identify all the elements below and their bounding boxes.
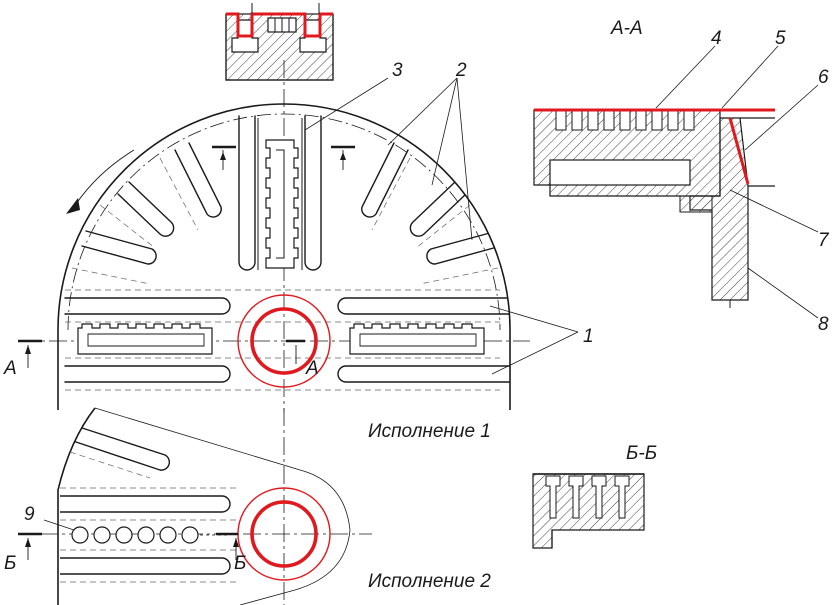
cut-a-right-label: А: [305, 358, 319, 379]
section-bb: [532, 473, 645, 549]
callout-6: 6: [818, 67, 829, 88]
callout-7: 7: [818, 230, 830, 251]
version-2-caption: Исполнение 2: [368, 571, 491, 592]
table-version-2: [18, 407, 372, 605]
callout-3: 3: [392, 60, 403, 81]
tslot-detail-top: [225, 3, 334, 81]
version-1-caption: Исполнение 1: [368, 421, 491, 442]
callout-2: 2: [455, 60, 467, 81]
section-bb-title: Б-Б: [626, 443, 657, 464]
callout-4: 4: [711, 28, 722, 49]
cut-a-left-label: А: [3, 358, 17, 379]
cut-b-right-label: Б: [234, 553, 246, 574]
table-version-1: [18, 60, 579, 412]
callout-8: 8: [818, 314, 829, 335]
callout-9: 9: [24, 504, 35, 525]
callout-5: 5: [775, 28, 786, 49]
cut-b-left-label: Б: [4, 553, 16, 574]
section-aa: [533, 45, 819, 319]
callout-1: 1: [583, 326, 594, 347]
section-aa-title: А-А: [610, 18, 643, 39]
